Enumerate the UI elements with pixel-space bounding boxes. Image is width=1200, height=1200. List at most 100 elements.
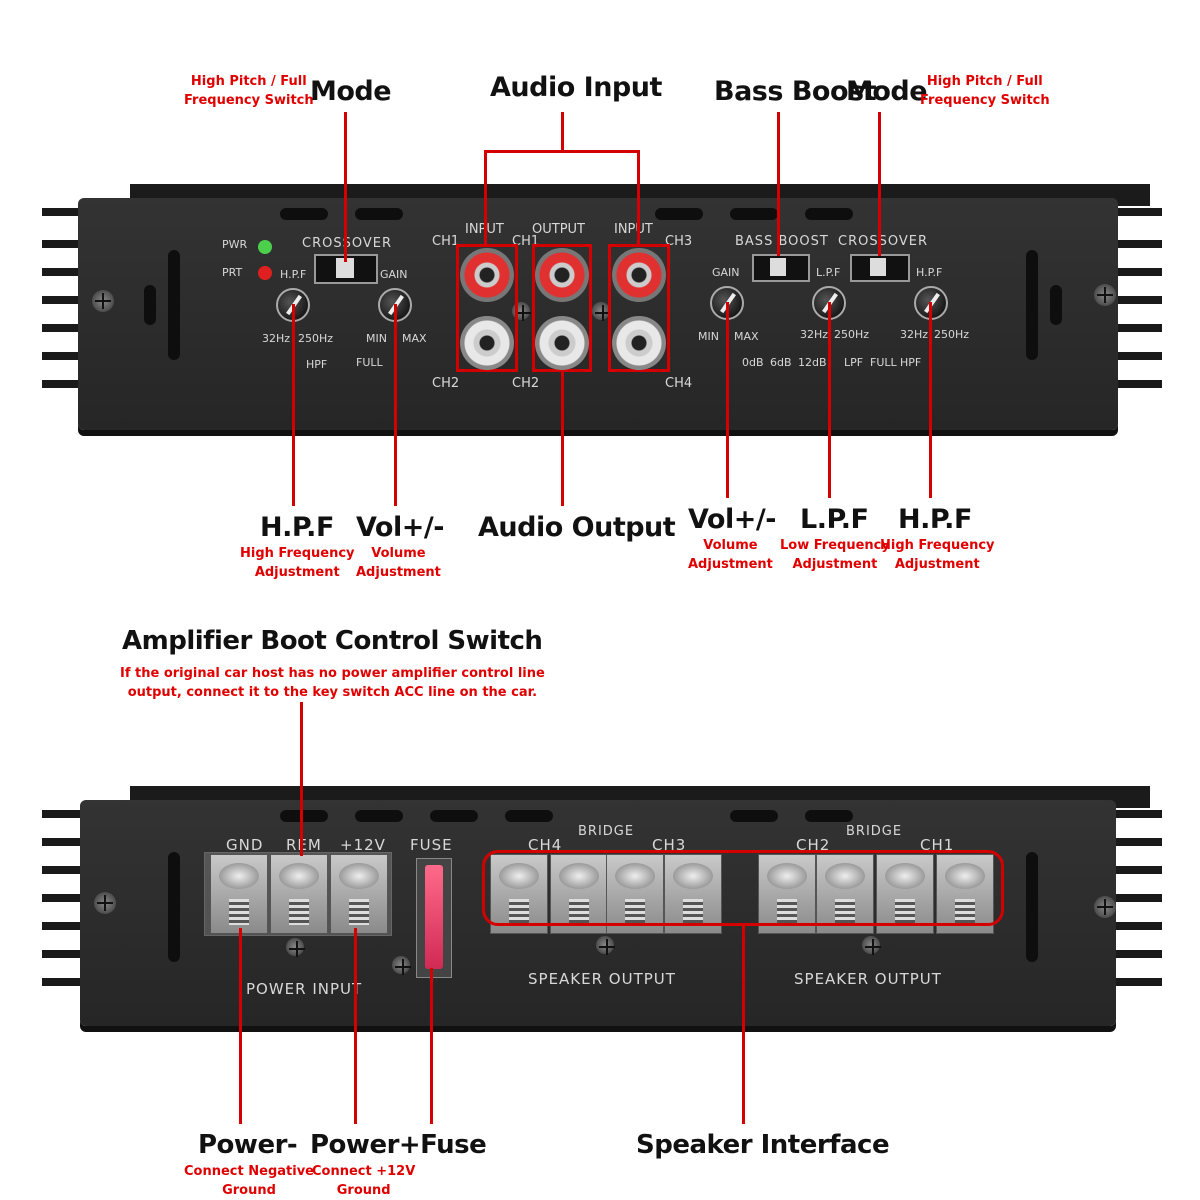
ch1a-text: CH1 <box>432 234 460 249</box>
hpf-left-title: H.P.F <box>260 512 334 543</box>
rca-input-ch4[interactable] <box>612 316 666 370</box>
ch1-bottom-text: CH1 <box>920 836 955 854</box>
prt-led <box>258 266 272 280</box>
hpf-right-desc: High Frequency Adjustment <box>880 538 995 572</box>
speaker-interface-title: Speaker Interface <box>636 1130 890 1160</box>
screw <box>1094 896 1116 918</box>
screw <box>596 936 614 955</box>
gnd-text: GND <box>226 836 264 854</box>
v12-terminal[interactable] <box>330 854 388 934</box>
v12-text: +12V <box>340 836 386 854</box>
rem-text: REM <box>286 836 322 854</box>
gnd-terminal[interactable] <box>210 854 268 934</box>
mode-left-title: Mode <box>310 76 392 107</box>
crossover-r-text: CROSSOVER <box>838 234 928 249</box>
speaker-terminal-ch3-minus[interactable] <box>664 854 722 934</box>
min-text: MIN <box>366 332 387 345</box>
input-b-text: INPUT <box>614 222 653 237</box>
min-r-text: MIN <box>698 330 719 343</box>
crossover-switch-left[interactable] <box>314 254 378 284</box>
crossover-switch-right[interactable] <box>850 254 910 282</box>
screw <box>1094 284 1116 306</box>
speaker-terminal-ch3-plus[interactable] <box>606 854 664 934</box>
audio-input-title: Audio Input <box>490 72 662 103</box>
hz32-r-text: 32Hz <box>800 328 829 341</box>
speaker-terminal-ch2-minus[interactable] <box>816 854 874 934</box>
speaker-terminal-ch2-plus[interactable] <box>758 854 816 934</box>
hpf-right-title: H.P.F <box>898 504 972 535</box>
hz250-r2-text: 250Hz <box>934 328 970 341</box>
pwr-led <box>258 240 272 254</box>
screw <box>286 938 304 957</box>
audio-input-box-left <box>456 244 518 372</box>
speaker-output-a-text: SPEAKER OUTPUT <box>528 970 676 988</box>
rca-input-ch2[interactable] <box>460 316 514 370</box>
power-plus-desc: Connect +12V Ground <box>312 1164 416 1198</box>
power-plus-title: Power+Fuse <box>310 1130 487 1160</box>
rem-terminal[interactable] <box>270 854 328 934</box>
full-pos-text: FULL <box>870 356 897 369</box>
pwr-text: PWR <box>222 238 248 251</box>
bridge-b-text: BRIDGE <box>846 824 903 839</box>
speaker-terminal-ch4-plus[interactable] <box>490 854 548 934</box>
ch3-text: CH3 <box>665 234 693 249</box>
bridge-a-text: BRIDGE <box>578 824 635 839</box>
hz250-text: 250Hz <box>298 332 334 345</box>
hpf-small-text: H.P.F <box>280 268 307 281</box>
prt-text: PRT <box>222 266 243 279</box>
vol-right-title: Vol+/- <box>688 504 776 535</box>
hpf-small-r-text: H.P.F <box>916 266 943 279</box>
screw <box>94 892 116 914</box>
boot-switch-desc: If the original car host has no power am… <box>120 666 545 700</box>
hz250-r-text: 250Hz <box>834 328 870 341</box>
gain-r-text: GAIN <box>712 266 740 279</box>
vol-left-title: Vol+/- <box>356 512 444 543</box>
ch4-bottom-text: CH4 <box>528 836 563 854</box>
lpf-pos-text: LPF <box>844 356 864 369</box>
screw <box>592 302 610 321</box>
fuse-text: FUSE <box>410 836 453 854</box>
screw <box>392 956 410 975</box>
rca-output-ch1[interactable] <box>535 248 589 302</box>
ch2-bottom-text: CH2 <box>796 836 831 854</box>
ch2b-text: CH2 <box>512 376 540 391</box>
speaker-output-b-text: SPEAKER OUTPUT <box>794 970 942 988</box>
lpf-title: L.P.F <box>800 504 869 535</box>
ch4-text: CH4 <box>665 376 693 391</box>
ch2a-text: CH2 <box>432 376 460 391</box>
rca-input-ch3[interactable] <box>612 248 666 302</box>
speaker-terminal-ch1-minus[interactable] <box>936 854 994 934</box>
bass-boost-switch[interactable] <box>752 254 810 282</box>
crossover-text: CROSSOVER <box>302 236 392 251</box>
hz32-r2-text: 32Hz <box>900 328 929 341</box>
speaker-terminal-ch1-plus[interactable] <box>876 854 934 934</box>
rca-output-ch2[interactable] <box>535 316 589 370</box>
power-minus-desc: Connect Negative Ground <box>184 1164 314 1198</box>
db0-text: 0dB <box>742 356 764 369</box>
bass-boost-text: BASS BOOST <box>735 234 829 249</box>
mode-right-title: Mode <box>846 76 928 107</box>
rca-input-ch1[interactable] <box>460 248 514 302</box>
gain-text: GAIN <box>380 268 408 281</box>
hpf-pos-r-text: HPF <box>900 356 922 369</box>
screw <box>862 936 880 955</box>
max-r-text: MAX <box>734 330 759 343</box>
bass-boost-title: Bass Boost <box>714 76 877 107</box>
db6-text: 6dB <box>770 356 792 369</box>
output-text: OUTPUT <box>532 222 585 237</box>
mode-left-desc: High Pitch / Full Frequency Switch <box>184 74 314 108</box>
max-text: MAX <box>402 332 427 345</box>
lpf-desc: Low Frequency Adjustment <box>780 538 890 572</box>
audio-output-title: Audio Output <box>478 512 676 543</box>
power-input-text: POWER INPUT <box>246 980 363 998</box>
speaker-terminal-ch4-minus[interactable] <box>550 854 608 934</box>
db12-text: 12dB <box>798 356 827 369</box>
full-text: FULL <box>356 356 383 369</box>
hz32-text: 32Hz <box>262 332 291 345</box>
fuse[interactable] <box>416 858 452 978</box>
screw <box>92 290 114 312</box>
hpf-pos-text: HPF <box>306 358 328 371</box>
vol-left-desc: Volume Adjustment <box>356 546 441 580</box>
power-minus-title: Power- <box>198 1130 298 1160</box>
boot-switch-title: Amplifier Boot Control Switch <box>122 626 543 656</box>
